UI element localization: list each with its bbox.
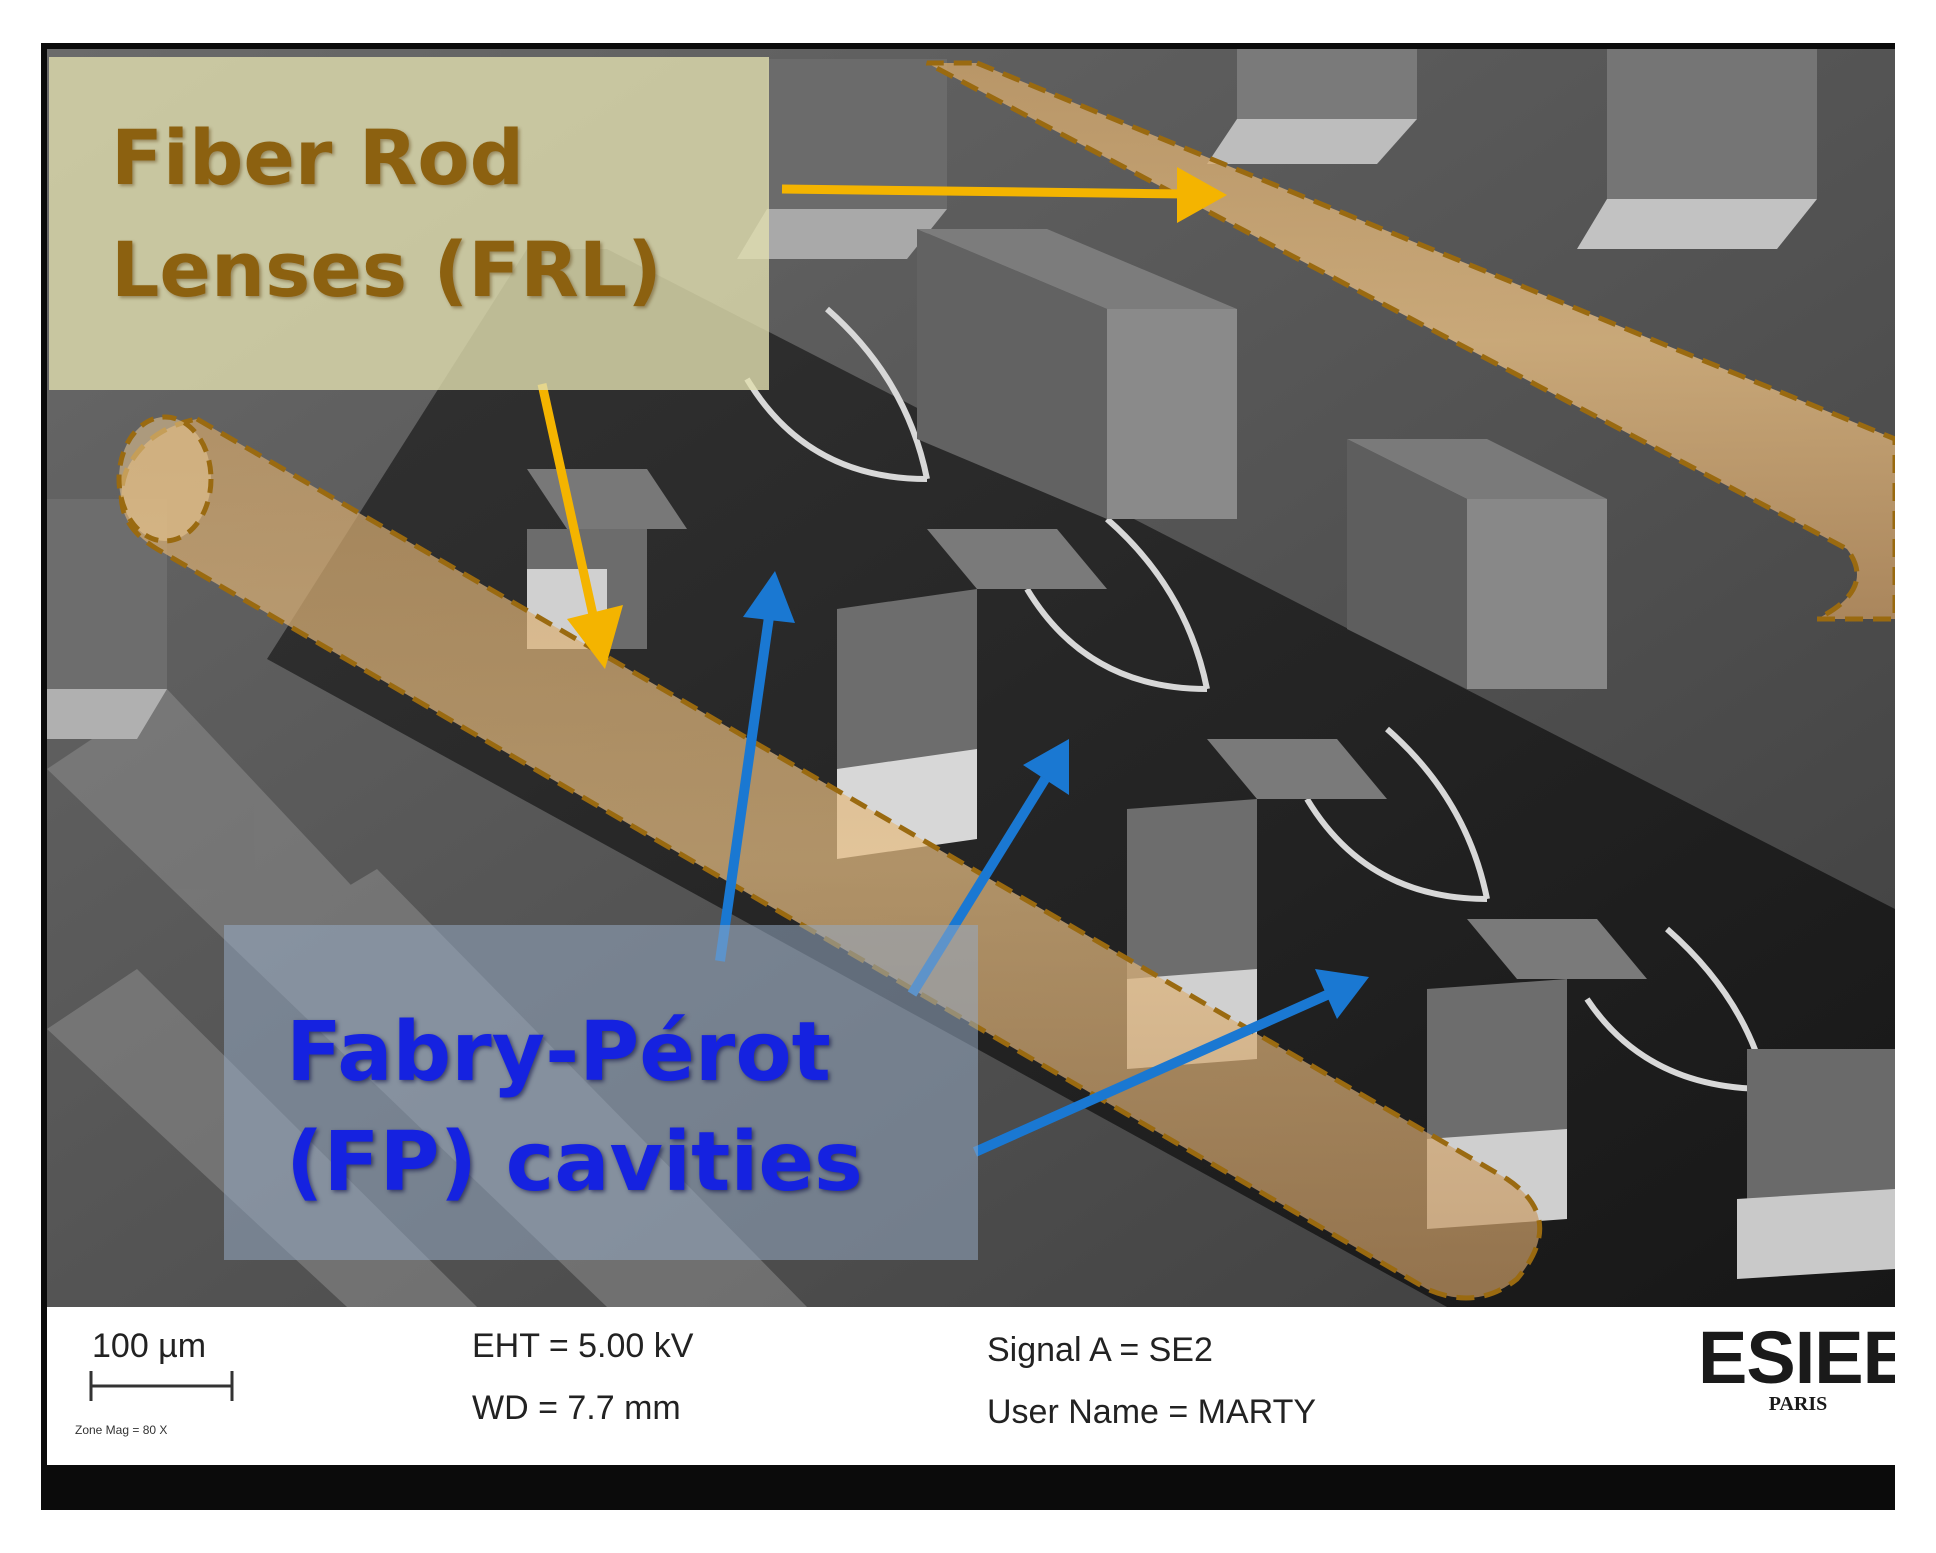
fp-label-line1: Fabry-Pérot xyxy=(286,1005,831,1100)
frl-rod-end xyxy=(116,414,214,544)
eht-value: EHT = 5.00 kV xyxy=(472,1327,694,1365)
frl-label-line2: Lenses (FRL) xyxy=(111,225,662,314)
fp-arrow-3 xyxy=(972,989,1332,1157)
frl-arrow-down xyxy=(537,383,600,625)
frl-callout: Fiber Rod Lenses (FRL) xyxy=(49,57,769,390)
frl-arrows xyxy=(537,167,1227,669)
frl-highlights xyxy=(116,60,1895,1301)
signal-value: Signal A = SE2 xyxy=(987,1331,1213,1369)
fp-callout: Fabry-Pérot (FP) cavities xyxy=(224,925,978,1260)
scale-bar xyxy=(89,1371,234,1401)
logo-text: ESIEE xyxy=(1698,1316,1895,1399)
frl-label-line1: Fiber Rod xyxy=(111,113,524,202)
frl-rod-upper xyxy=(925,60,1895,622)
zone-mag: Zone Mag = 80 X xyxy=(75,1423,168,1437)
frl-arrow-right xyxy=(781,184,1188,199)
sem-micrograph: Fiber Rod Lenses (FRL) Fabry-Pérot (FP) … xyxy=(41,43,1895,1510)
sem-info-bar: 100 µm Zone Mag = 80 X EHT = 5.00 kV WD … xyxy=(47,1307,1895,1465)
fp-arrow-1 xyxy=(715,616,774,962)
logo-subtext: PARIS xyxy=(1768,1393,1828,1415)
scale-label: 100 µm xyxy=(92,1327,207,1365)
background-blocks xyxy=(47,49,1817,739)
fp-mirrors xyxy=(744,306,1770,1092)
fp-label-line2: (FP) cavities xyxy=(286,1115,863,1210)
wd-value: WD = 7.7 mm xyxy=(472,1389,681,1427)
esiee-logo: ESIEE PARIS xyxy=(1698,1317,1895,1416)
user-name: User Name = MARTY xyxy=(987,1393,1317,1431)
